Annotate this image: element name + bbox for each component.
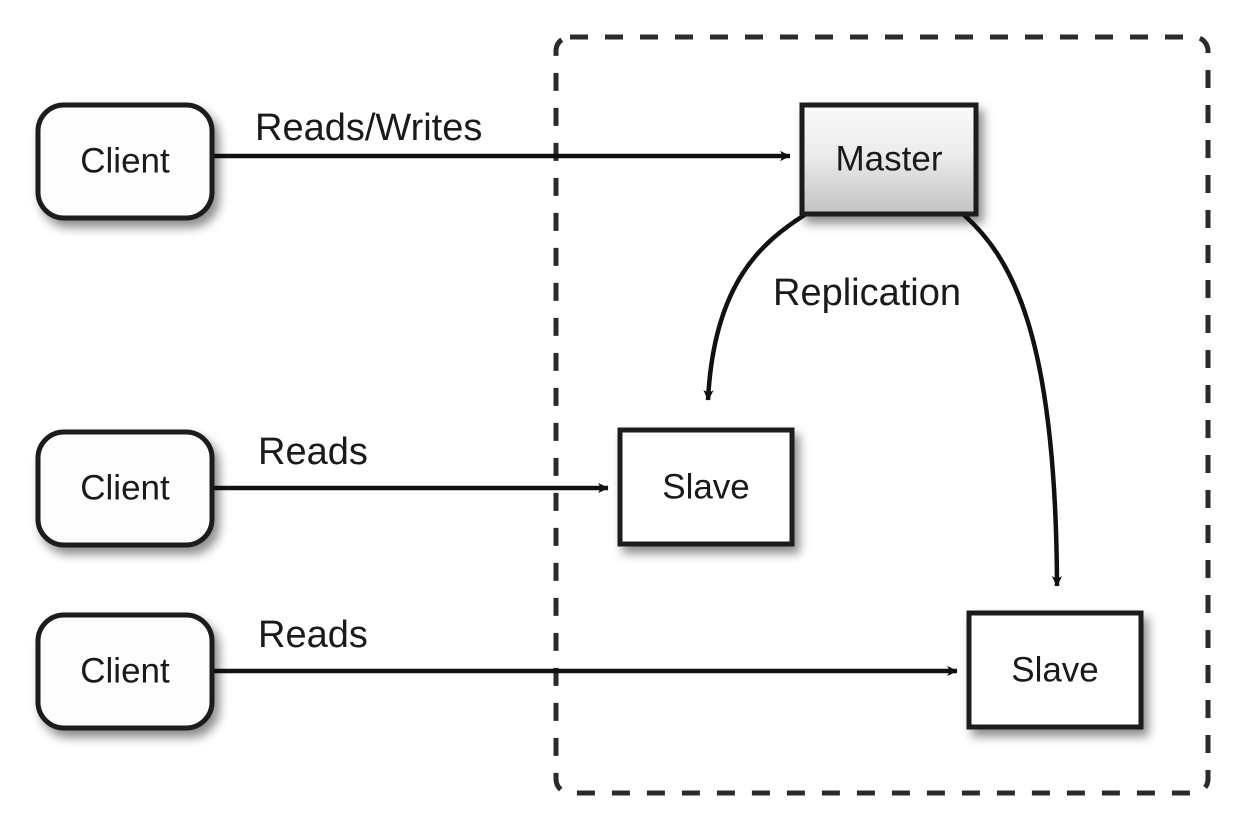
client-2-label: Client: [80, 468, 170, 507]
edge-label-reads-writes: Reads/Writes: [255, 107, 482, 149]
client-3-box[interactable]: [35, 612, 215, 731]
slave-1-label: Slave: [662, 467, 750, 506]
slave-2-label: Slave: [1011, 650, 1099, 689]
edge-label-reads-1: Reads: [258, 431, 368, 473]
node-master[interactable]: [799, 102, 979, 217]
client-3-label: Client: [80, 651, 170, 690]
edge-master-to-slave1: [703, 212, 808, 401]
node-client-3[interactable]: [35, 612, 215, 731]
edge-master-to-slave2: [961, 212, 1063, 587]
master-box[interactable]: [799, 102, 979, 217]
client-2-box[interactable]: [35, 429, 215, 548]
slave-1-box[interactable]: [617, 427, 795, 547]
slave-2-box[interactable]: [966, 610, 1144, 730]
node-slave-1[interactable]: [617, 427, 795, 547]
master-label: Master: [836, 139, 943, 178]
node-client-2[interactable]: [35, 429, 215, 548]
node-slave-2[interactable]: [966, 610, 1144, 730]
edge-label-reads-2: Reads: [258, 614, 368, 656]
node-client-1[interactable]: [35, 102, 215, 221]
edge-label-replication: Replication: [773, 272, 961, 314]
client-1-box[interactable]: [35, 102, 215, 221]
client-1-label: Client: [80, 141, 170, 180]
